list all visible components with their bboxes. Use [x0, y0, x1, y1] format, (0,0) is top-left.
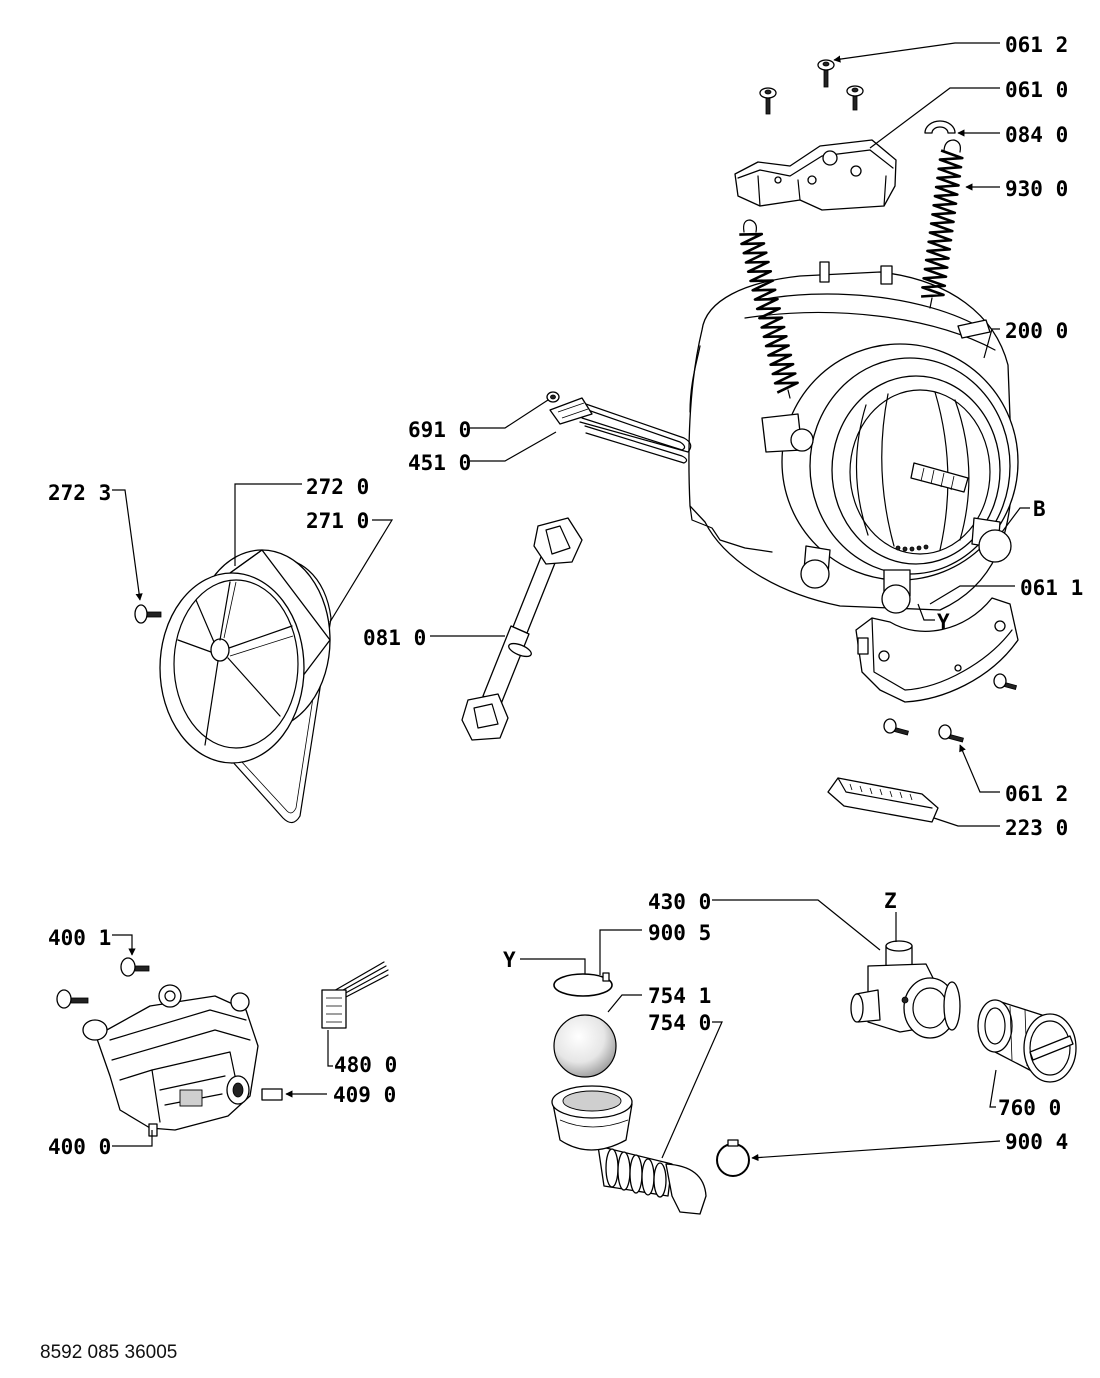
leader-line — [607, 994, 642, 1013]
leader-line — [112, 1130, 153, 1147]
screw-bottom-1 — [883, 718, 909, 736]
callout-z: Z — [884, 889, 897, 913]
leader-line — [329, 519, 394, 623]
hose-clamp — [716, 1139, 750, 1177]
tub-boss-right — [971, 517, 1012, 563]
document-number: 8592 085 36005 — [40, 1342, 177, 1363]
screw-top-1 — [817, 59, 835, 88]
shock-absorber — [461, 517, 583, 741]
leader-line — [599, 929, 642, 975]
drum-lifter — [910, 462, 969, 493]
callout-y-lower: Y — [503, 948, 516, 972]
motor-connector — [321, 961, 389, 1029]
callout-labels: 061 2 061 0 084 0 930 0 200 0 691 0 451 … — [48, 33, 1083, 1159]
callout-061-2-top: 061 2 — [1005, 33, 1068, 57]
counterweight-top — [734, 139, 897, 211]
callout-200-0: 200 0 — [1005, 319, 1068, 343]
pump-filter — [977, 999, 1077, 1083]
screw-bottom-2 — [938, 724, 964, 743]
suspension-spring-right — [921, 139, 964, 309]
sump-hose — [551, 1085, 707, 1215]
leader-line — [933, 817, 1000, 827]
callout-081-0: 081 0 — [363, 626, 426, 650]
leader-line — [470, 431, 557, 462]
screw-bottom-3 — [993, 673, 1018, 690]
motor — [82, 984, 259, 1137]
drum-pulley — [159, 549, 331, 764]
callout-760-0: 760 0 — [998, 1096, 1061, 1120]
callout-061-2-bottom: 061 2 — [1005, 782, 1068, 806]
callout-409-0: 409 0 — [333, 1083, 396, 1107]
leader-line — [983, 328, 1000, 359]
callout-900-4: 900 4 — [1005, 1130, 1068, 1154]
leader-line — [112, 489, 143, 601]
motor-screw-1 — [120, 957, 150, 977]
leader-line — [520, 958, 586, 974]
leader-line — [112, 934, 136, 956]
leader-line — [989, 1069, 997, 1108]
callout-y-upper: Y — [937, 610, 950, 634]
tub-stud — [819, 261, 830, 283]
heating-element — [549, 397, 692, 464]
callout-272-0: 272 0 — [306, 475, 369, 499]
seal-ring — [553, 972, 613, 997]
leader-line — [661, 1021, 723, 1159]
shock-absorber-bottom-mount — [461, 693, 509, 741]
leader-line — [470, 399, 549, 429]
callout-480-0: 480 0 — [334, 1053, 397, 1077]
motor-screw-2 — [56, 989, 89, 1009]
shock-absorber-top-mount — [533, 517, 583, 565]
tub-boss-bottom — [881, 569, 911, 614]
motor-shaft-end — [82, 1019, 108, 1041]
callout-451-0: 451 0 — [408, 451, 471, 475]
callout-b: B — [1033, 497, 1046, 521]
drain-pump — [850, 940, 961, 1039]
leader-line — [234, 483, 302, 566]
callout-061-1: 061 1 — [1020, 576, 1083, 600]
tub-boss-bottom-left — [800, 545, 831, 589]
callout-754-1: 754 1 — [648, 984, 711, 1008]
carbon-brush — [261, 1088, 283, 1101]
callout-223-0: 223 0 — [1005, 816, 1068, 840]
callout-400-0: 400 0 — [48, 1135, 111, 1159]
callout-754-0: 754 0 — [648, 1011, 711, 1035]
pulley-bolt — [134, 604, 162, 624]
leader-line — [929, 585, 1015, 605]
tub-vent-holes — [895, 544, 929, 552]
leader-line — [1001, 507, 1030, 533]
leader-line — [833, 42, 1000, 63]
leader-line — [712, 899, 881, 951]
tub — [688, 261, 1019, 614]
callout-430-0: 430 0 — [648, 890, 711, 914]
leader-line — [917, 603, 935, 621]
suspension-spring-left — [739, 219, 799, 399]
callout-084-0: 084 0 — [1005, 123, 1068, 147]
callout-272-3: 272 3 — [48, 481, 111, 505]
callout-400-1: 400 1 — [48, 926, 111, 950]
leader-line — [327, 1030, 333, 1067]
leader-line — [869, 87, 1000, 149]
leader-lines — [112, 42, 1030, 1162]
callout-271-0: 271 0 — [306, 509, 369, 533]
ball-valve — [553, 1014, 617, 1078]
counterweight-bottom — [855, 597, 1019, 703]
ntc-sensor — [546, 391, 560, 403]
callout-061-0: 061 0 — [1005, 78, 1068, 102]
drum-paddle — [827, 777, 939, 823]
screw-top-3 — [846, 85, 864, 111]
drum — [849, 389, 991, 555]
callout-900-5: 900 5 — [648, 921, 711, 945]
tub-stud — [880, 265, 893, 285]
callout-691-0: 691 0 — [408, 418, 471, 442]
callout-930-0: 930 0 — [1005, 177, 1068, 201]
tub-boss-left — [761, 413, 814, 453]
leader-line — [959, 744, 1000, 793]
bushing — [924, 120, 956, 134]
leader-line — [751, 1140, 1001, 1162]
screw-top-2 — [759, 87, 777, 115]
